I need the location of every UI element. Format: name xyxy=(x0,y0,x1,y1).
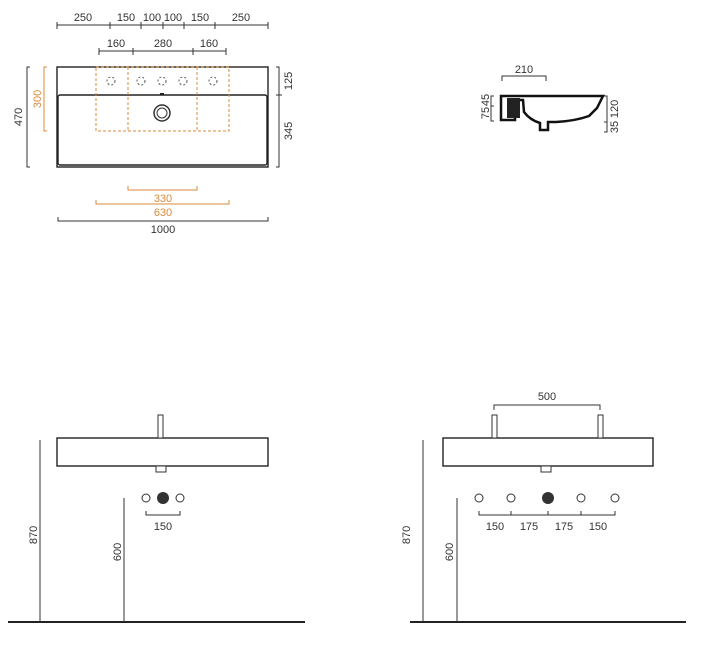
front-view-double-tap: 500 150 175 175 150 870 600 xyxy=(401,391,686,623)
valve-icon xyxy=(610,493,620,503)
tap-holes xyxy=(106,76,218,86)
dim-label: 150 xyxy=(486,521,504,533)
tap-hole xyxy=(208,76,218,86)
dim-label: 250 xyxy=(74,12,92,24)
dim-label: 35 xyxy=(609,121,621,133)
dim-line xyxy=(57,217,269,222)
dim-line xyxy=(26,66,30,168)
dim-label: 150 xyxy=(589,521,607,533)
tap xyxy=(597,414,604,439)
dim-label: 870 xyxy=(401,526,413,544)
dim-label: 330 xyxy=(154,193,172,205)
tap xyxy=(157,414,164,439)
dim-label: 125 xyxy=(283,72,295,90)
dim-line xyxy=(98,48,227,55)
orange-zone xyxy=(95,66,230,132)
valve-icon xyxy=(474,493,484,503)
dim-line xyxy=(501,75,547,81)
dim-label: 250 xyxy=(232,12,250,24)
front-view-single-tap: 150 870 600 xyxy=(8,414,305,623)
outlet-icon xyxy=(157,492,169,504)
dim-line-orange xyxy=(127,186,198,191)
dim-label: 500 xyxy=(538,391,556,403)
dim-line xyxy=(276,66,282,168)
dim-label: 150 xyxy=(117,12,135,24)
valve-icon xyxy=(141,493,151,503)
dim-label: 280 xyxy=(154,38,172,50)
dim-label: 600 xyxy=(444,543,456,561)
dim-line xyxy=(493,404,601,410)
dim-label: 100 xyxy=(143,12,161,24)
top-view: 250 150 100 100 150 250 160 280 160 470 … xyxy=(13,12,295,236)
valve-icon xyxy=(175,493,185,503)
dim-label: 1000 xyxy=(151,224,175,236)
dim-label: 600 xyxy=(112,543,124,561)
dim-line xyxy=(478,511,616,516)
dim-line xyxy=(490,95,494,122)
dim-label: 100 xyxy=(164,12,182,24)
dim-line-orange xyxy=(43,66,47,132)
drain-trap xyxy=(155,465,167,473)
dim-label: 150 xyxy=(154,521,172,533)
dim-label: 210 xyxy=(515,64,533,76)
valve-icon xyxy=(576,493,586,503)
basin-front xyxy=(56,437,269,467)
dim-label: 175 xyxy=(555,521,573,533)
dim-label: 150 xyxy=(191,12,209,24)
profile-section xyxy=(507,98,520,118)
tap xyxy=(491,414,498,439)
dim-line xyxy=(56,22,269,29)
outlet-icon xyxy=(542,492,554,504)
valve-icon xyxy=(506,493,516,503)
dim-line xyxy=(604,95,608,133)
tap-hole xyxy=(106,76,116,86)
basin-profile xyxy=(499,94,606,132)
dim-label: 75 xyxy=(480,107,492,119)
dim-label: 160 xyxy=(200,38,218,50)
tap-hole xyxy=(178,76,188,86)
dim-line-orange xyxy=(95,200,230,205)
drain-icon xyxy=(153,104,171,122)
dim-line xyxy=(145,511,181,516)
dim-label: 345 xyxy=(283,122,295,140)
dim-label: 300 xyxy=(32,90,44,108)
dim-label: 120 xyxy=(609,100,621,118)
overflow xyxy=(160,93,164,95)
tap-hole xyxy=(157,76,167,86)
side-view: 210 75 45 35 120 xyxy=(480,64,621,133)
basin-front xyxy=(442,437,654,467)
dim-label: 470 xyxy=(13,108,25,126)
drain-trap xyxy=(540,465,552,473)
drain-inner xyxy=(156,107,168,119)
tap-hole xyxy=(136,76,146,86)
dim-label: 870 xyxy=(28,526,40,544)
dim-label: 630 xyxy=(154,207,172,219)
dim-label: 45 xyxy=(480,94,492,106)
dim-label: 160 xyxy=(107,38,125,50)
dim-label: 175 xyxy=(520,521,538,533)
